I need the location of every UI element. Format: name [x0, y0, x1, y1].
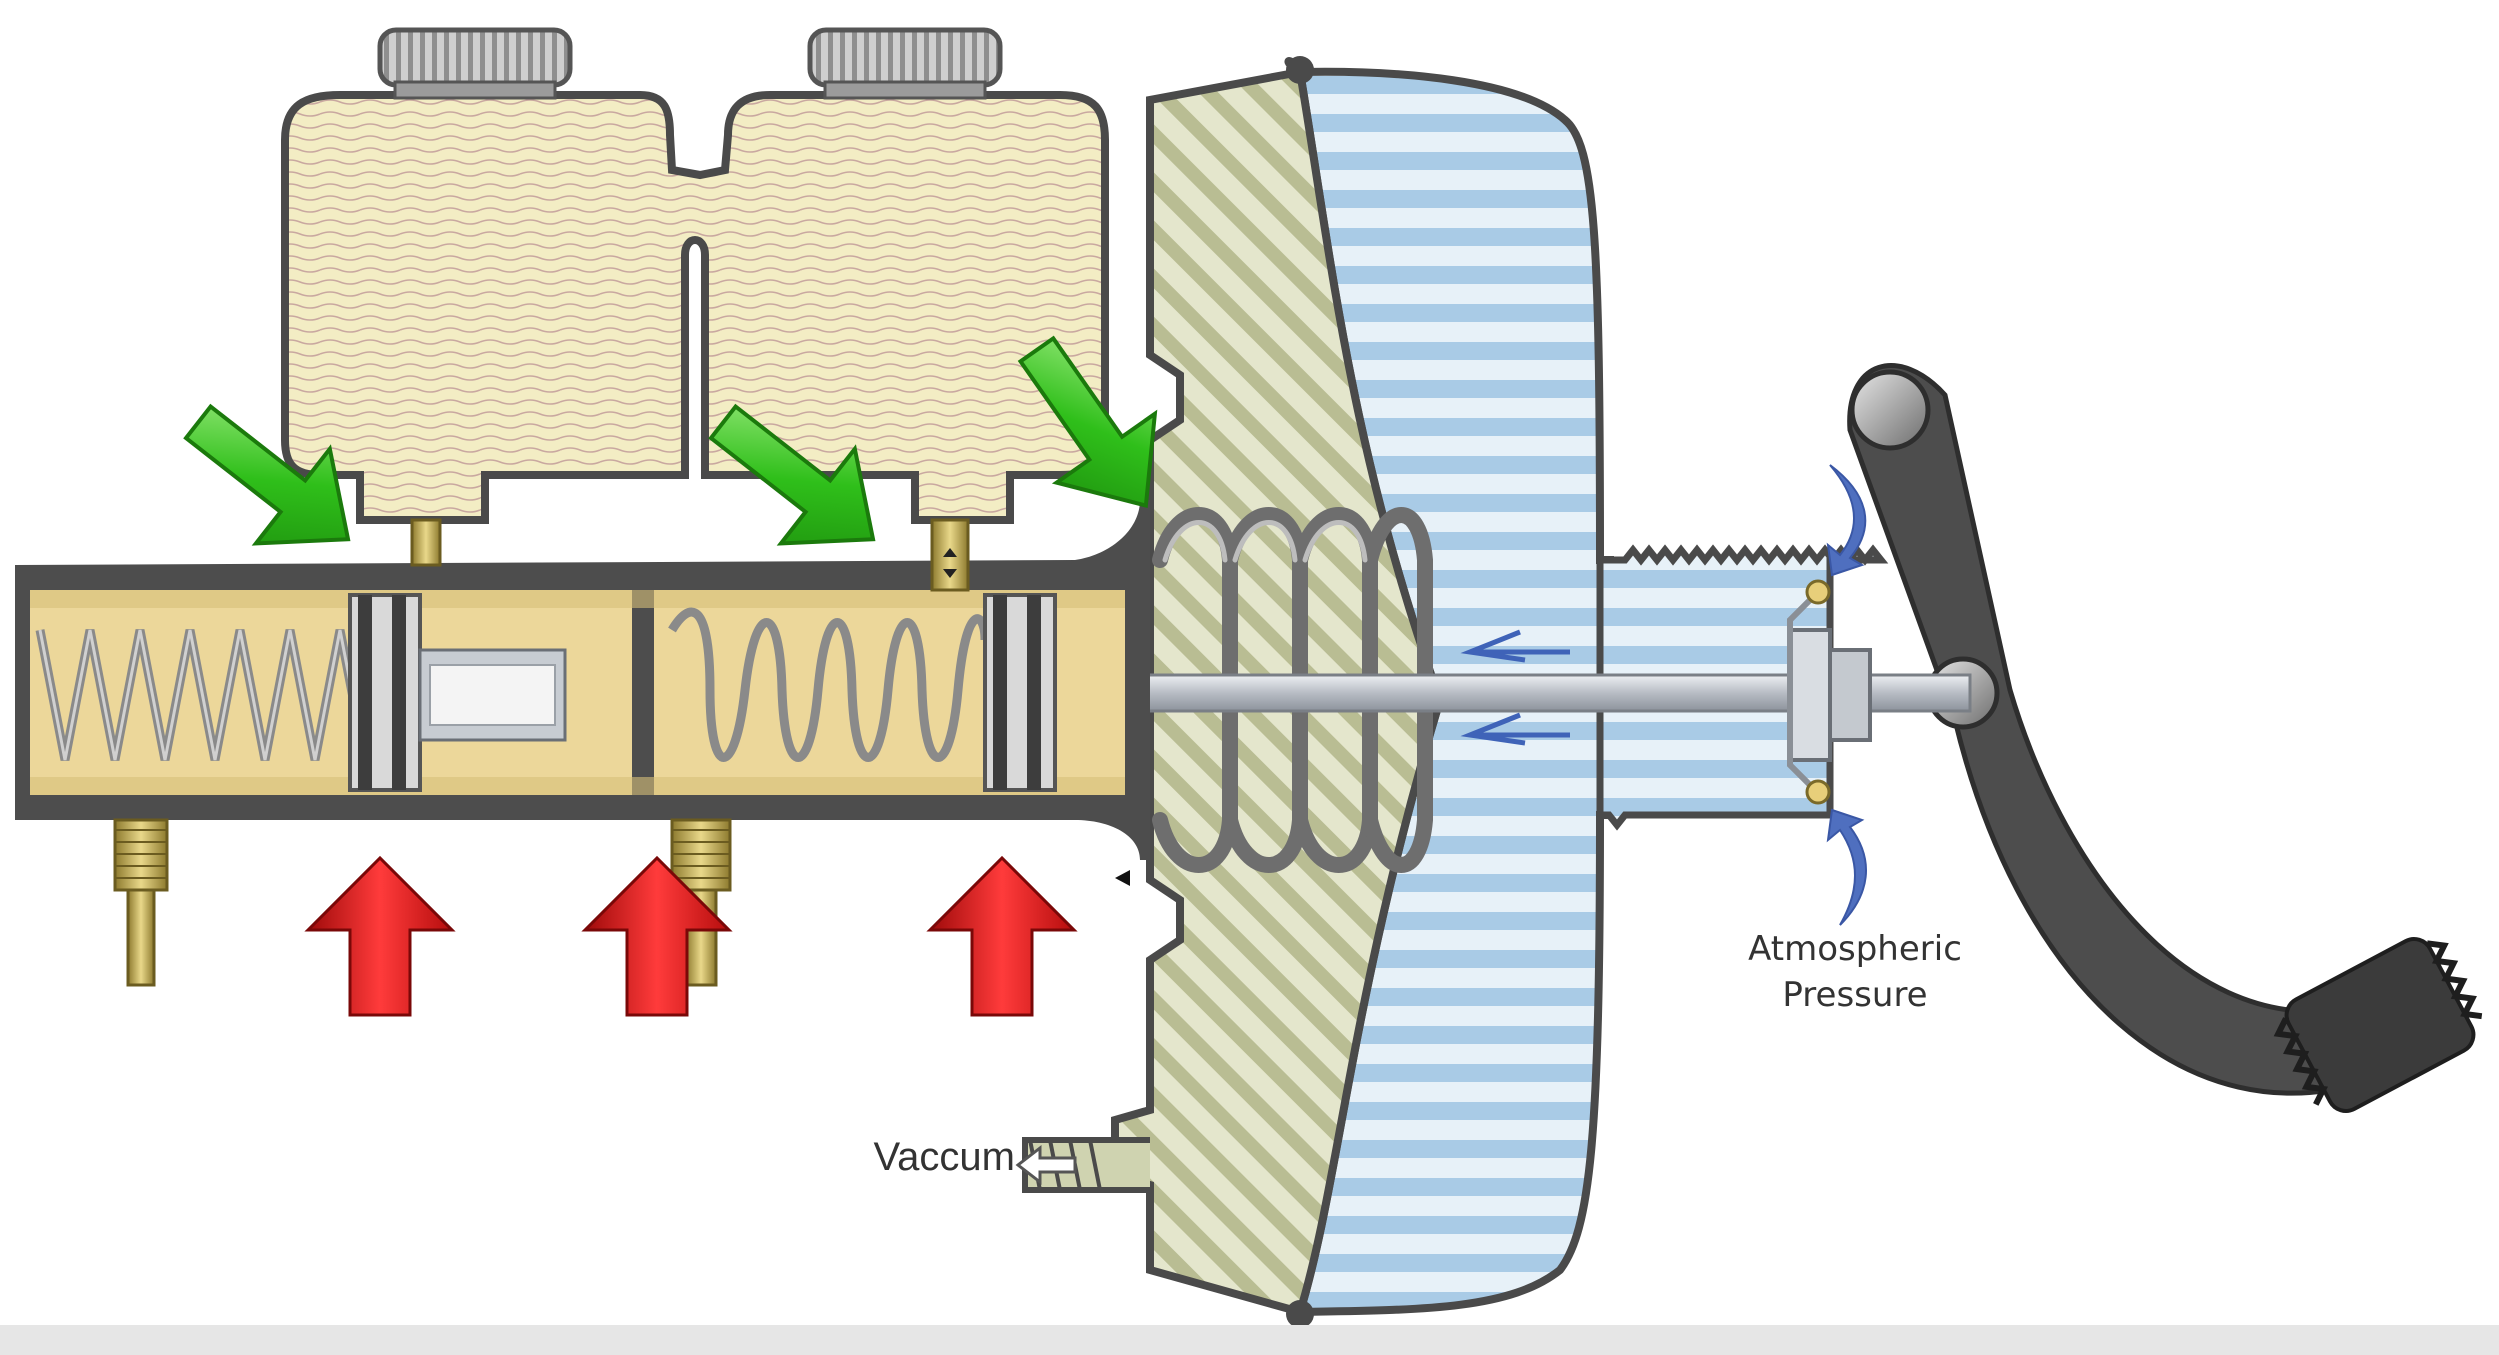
- reservoir-cap-icon: [377, 27, 573, 100]
- arrow-down-right-icon: [183, 403, 351, 546]
- atmospheric-arrow-bottom: [1826, 808, 1867, 926]
- atmospheric-pressure-label-line2: Pressure: [1782, 975, 1927, 1015]
- brake-pedal: [1847, 363, 2483, 1113]
- secondary-piston: [348, 593, 567, 792]
- brake-line-fitting-front: [113, 818, 169, 987]
- vacuum-label: Vaccum: [873, 1135, 1015, 1179]
- fluid-reservoir: [281, 27, 1109, 592]
- vacuum-arrow-icon: [1015, 1144, 1077, 1186]
- internal-flow-arrow: [1460, 629, 1570, 746]
- primary-spring: [668, 607, 990, 762]
- pedal-pivot-icon: [1849, 369, 1931, 451]
- arrow-up-icon: [581, 855, 733, 1017]
- reservoir-feed-port: [410, 518, 442, 567]
- primary-piston: [983, 593, 1057, 792]
- atmospheric-arrow-top: [1826, 464, 1867, 577]
- pedal-pad: [2273, 937, 2483, 1113]
- atmospheric-pressure-label: Atmospheric: [1748, 929, 1962, 969]
- valve-poppet-icon: [1805, 779, 1831, 805]
- arrow-down-right-icon: [708, 403, 876, 546]
- master-cylinder: [15, 500, 1150, 860]
- bottom-band: [0, 1325, 2499, 1355]
- chamber-divider: [632, 590, 654, 795]
- arrow-up-icon: [926, 855, 1078, 1017]
- control-valve: [1787, 579, 1872, 805]
- valve-poppet-icon: [1805, 579, 1831, 605]
- reservoir-cap-icon: [807, 27, 1003, 100]
- arrow-down-right-icon: [1017, 335, 1158, 509]
- arrow-up-icon: [304, 855, 456, 1017]
